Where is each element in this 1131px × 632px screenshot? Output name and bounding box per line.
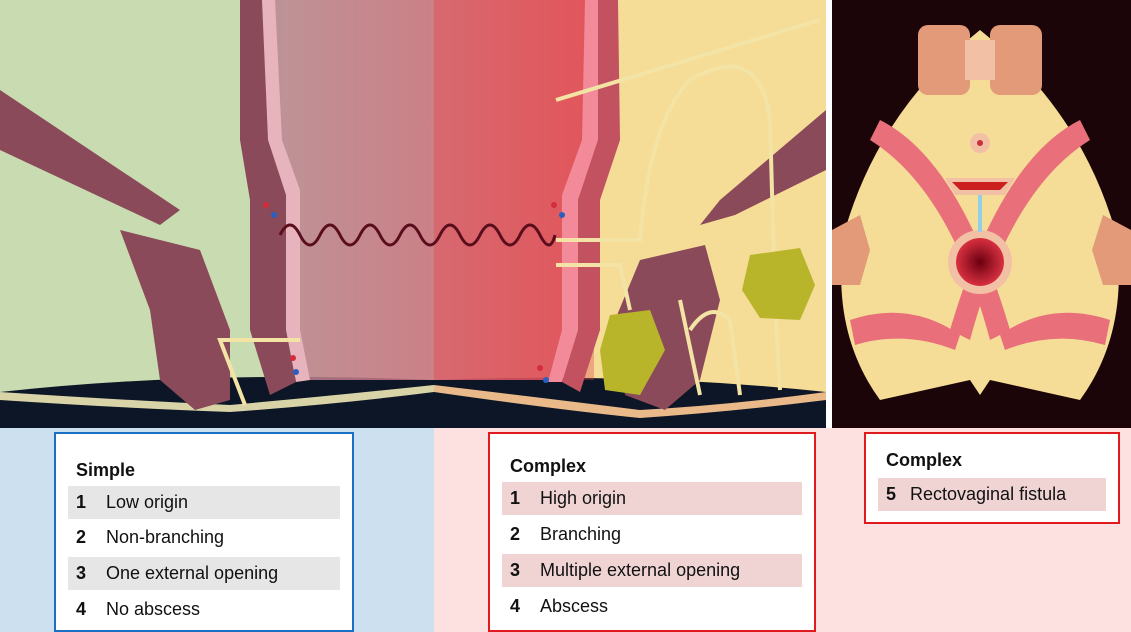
complex-legend: Complex 1 High origin 2 Branching 3 Mult… xyxy=(488,432,816,632)
item-label: One external opening xyxy=(106,563,278,584)
simple-item-2: 2 Non-branching xyxy=(68,521,340,554)
sagittal-section xyxy=(0,0,826,428)
item-label: Low origin xyxy=(106,492,188,513)
item-number: 2 xyxy=(68,527,106,548)
item-label: Branching xyxy=(540,524,621,545)
complex-item-3: 3 Multiple external opening xyxy=(502,554,802,587)
item-label: Rectovaginal fistula xyxy=(910,484,1066,505)
simple-item-4: 4 No abscess xyxy=(68,593,340,626)
item-number: 4 xyxy=(502,596,540,617)
item-number: 4 xyxy=(68,599,106,620)
item-number: 1 xyxy=(68,492,106,513)
item-label: Multiple external opening xyxy=(540,560,740,581)
item-number: 5 xyxy=(878,484,910,505)
complex-item-4: 4 Abscess xyxy=(502,590,802,623)
simple-item-1: 1 Low origin xyxy=(68,486,340,519)
item-number: 3 xyxy=(502,560,540,581)
item-label: Non-branching xyxy=(106,527,224,548)
simple-legend: Simple 1 Low origin 2 Non-branching 3 On… xyxy=(54,432,354,632)
item-number: 2 xyxy=(502,524,540,545)
item-label: No abscess xyxy=(106,599,200,620)
complex-item-1: 1 High origin xyxy=(502,482,802,515)
rectovaginal-section xyxy=(832,0,1131,428)
item-number: 1 xyxy=(502,488,540,509)
rectovaginal-item-5: 5 Rectovaginal fistula xyxy=(878,478,1106,511)
simple-item-3: 3 One external opening xyxy=(68,557,340,590)
rectovaginal-legend: Complex 5 Rectovaginal fistula xyxy=(864,432,1120,524)
complex-legend-title: Complex xyxy=(510,456,586,477)
item-label: High origin xyxy=(540,488,626,509)
item-number: 3 xyxy=(68,563,106,584)
simple-legend-title: Simple xyxy=(76,460,135,481)
complex-item-2: 2 Branching xyxy=(502,518,802,551)
rectovaginal-legend-title: Complex xyxy=(886,450,962,471)
item-label: Abscess xyxy=(540,596,608,617)
